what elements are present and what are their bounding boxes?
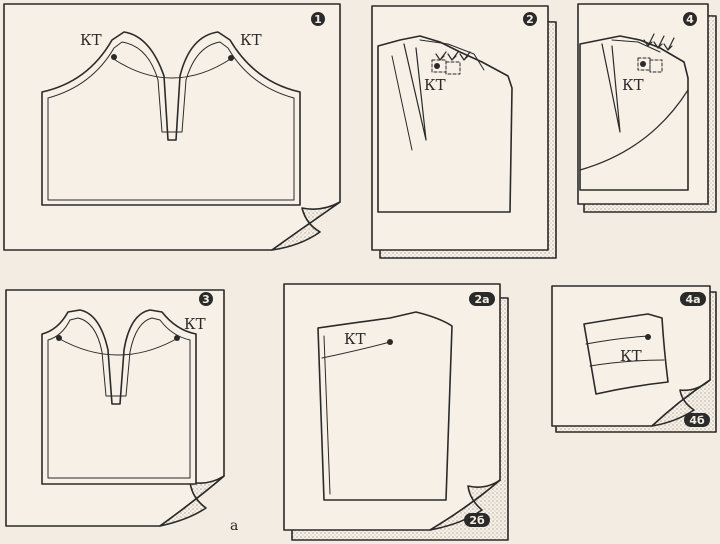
control-point — [111, 54, 117, 60]
badge-2: 2 — [523, 12, 537, 26]
sleeve-pattern — [317, 311, 453, 501]
kt-label: КТ — [620, 347, 642, 365]
svg-text:2а: 2а — [474, 293, 489, 306]
seam-allowance-line — [47, 41, 295, 201]
control-point — [434, 63, 440, 69]
dart-line — [391, 55, 413, 151]
panel-4 — [577, 3, 717, 213]
panel-1 — [3, 3, 341, 251]
control-point — [174, 335, 180, 341]
seam-allowance-line — [47, 317, 191, 479]
bodice-pattern — [41, 309, 197, 485]
badge-3: 3 — [199, 292, 213, 306]
badge-4: 4 — [683, 12, 697, 26]
fold-arrow — [459, 51, 471, 61]
page-curl — [429, 479, 501, 531]
guide-line — [585, 335, 649, 345]
kt-label: КТ — [184, 315, 206, 333]
bodice-pattern — [579, 35, 689, 191]
seam-allowance-line — [323, 335, 331, 495]
svg-text:4б: 4б — [689, 414, 705, 427]
neckline-guide — [111, 57, 233, 79]
dart — [601, 43, 621, 133]
kt-label: КТ — [424, 76, 446, 94]
control-point — [56, 335, 62, 341]
fold-box — [637, 57, 651, 71]
badge-2b: 2б — [464, 513, 490, 527]
panel-4a — [551, 285, 717, 433]
svg-text:3: 3 — [202, 293, 210, 306]
control-point — [387, 339, 393, 345]
page-curl — [651, 379, 711, 427]
fold-box — [445, 61, 461, 75]
figure-caption: а — [230, 518, 238, 534]
dart — [403, 43, 427, 141]
panel-2a — [283, 283, 509, 541]
panel-2 — [371, 5, 557, 259]
badge-2a: 2а — [469, 292, 495, 306]
svg-text:2б: 2б — [469, 514, 485, 527]
svg-text:1: 1 — [314, 13, 322, 26]
badge-1: 1 — [311, 12, 325, 26]
shoulder-fold — [419, 39, 485, 71]
fold-arrow — [663, 37, 675, 51]
fold-arrow — [435, 51, 447, 61]
guide-line — [321, 341, 391, 359]
page-curl — [159, 475, 225, 527]
fold-arrow — [653, 35, 665, 49]
svg-text:4: 4 — [686, 13, 694, 26]
bodice-pattern — [41, 31, 301, 206]
svg-text:2: 2 — [526, 13, 534, 26]
armhole-curve — [579, 89, 689, 171]
kt-label: КТ — [344, 330, 366, 348]
fold-arrow — [447, 51, 459, 61]
badge-4b: 4б — [684, 413, 710, 427]
control-point — [228, 55, 234, 61]
kt-label: КТ — [80, 31, 102, 49]
panel-3 — [5, 289, 225, 527]
control-point — [645, 334, 651, 340]
kt-label: КТ — [622, 76, 644, 94]
svg-text:4а: 4а — [685, 293, 700, 306]
neckline-guide — [57, 337, 179, 356]
fold-box — [649, 59, 663, 73]
page-curl — [271, 201, 341, 251]
control-point — [640, 61, 646, 67]
shoulder-fold — [611, 39, 661, 53]
badge-4a: 4а — [680, 292, 706, 306]
kt-label: КТ — [240, 31, 262, 49]
fold-arrow — [643, 33, 655, 47]
guide-line — [589, 359, 665, 367]
yoke-pattern — [583, 313, 669, 395]
bodice-pattern — [377, 35, 513, 213]
